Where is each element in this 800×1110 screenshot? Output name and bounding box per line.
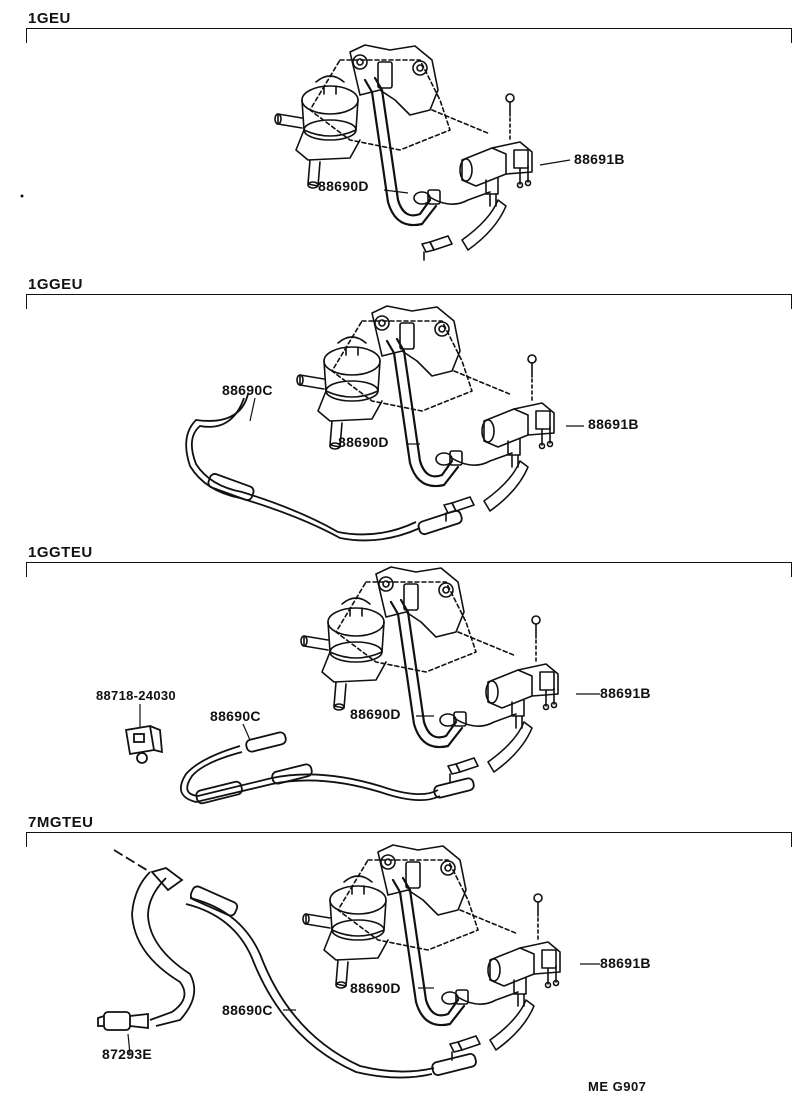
section-title: 1GEU (28, 10, 71, 27)
leader-line (242, 723, 251, 741)
assembly-diagram (97, 843, 600, 1079)
callout-hose: 88690C (222, 382, 273, 398)
drawing-code: ME G907 (588, 1079, 647, 1094)
section-frame (26, 832, 792, 847)
assembly-diagram (185, 304, 584, 542)
callout-pipe: 88690D (318, 178, 369, 194)
section-7mgteu: 7MGTEU 87293E 88 (0, 814, 800, 1110)
section-title: 7MGTEU (28, 814, 94, 831)
section-title: 1GGEU (28, 276, 84, 293)
hose-88690c (179, 745, 441, 803)
section-title: 1GGTEU (28, 544, 93, 561)
callout-valve: 88691B (600, 955, 651, 971)
callout-hose: 88690C (210, 708, 261, 724)
section-1geu: 1GEU 88690D 88691B (0, 10, 800, 272)
section-frame (26, 28, 792, 43)
leader-line (383, 189, 409, 194)
sensor-87293e (97, 1011, 149, 1031)
bracket-88718-24030 (124, 724, 164, 764)
callout-pipe: 88690D (338, 434, 389, 450)
callout-valve: 88691B (574, 151, 625, 167)
section-frame (26, 562, 792, 577)
callout-valve: 88691B (588, 416, 639, 432)
callout-sensor: 87293E (102, 1046, 153, 1062)
leader-line (539, 159, 571, 166)
hose-88690c (185, 393, 421, 542)
section-1ggteu: 1GGTEU 88718-24030 88690C (0, 544, 800, 814)
assembly-diagram (124, 565, 600, 805)
callout-pipe: 88690D (350, 706, 401, 722)
callout-bracket: 88718-24030 (96, 688, 176, 703)
callout-hose: 88690C (222, 1002, 273, 1018)
callout-valve: 88691B (600, 685, 651, 701)
hose-88690c (189, 897, 435, 1073)
section-frame (26, 294, 792, 309)
section-1ggeu: 1GGEU 88690C 88690D 88691B (0, 276, 800, 544)
leader-line (127, 1033, 131, 1055)
leader-line (249, 397, 256, 422)
assembly-diagram (20, 43, 571, 262)
callout-pipe: 88690D (350, 980, 401, 996)
